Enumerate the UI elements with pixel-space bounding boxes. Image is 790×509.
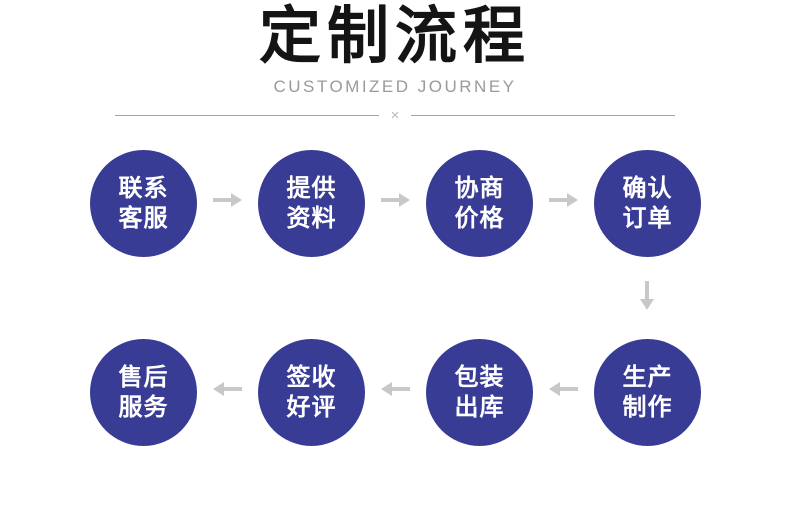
- step-label-line: 好评: [286, 393, 337, 421]
- flow-step-pack-and-ship: 包装 出库: [426, 339, 533, 446]
- step-label-line: 订单: [622, 204, 673, 232]
- page-title: 定制流程: [258, 2, 531, 71]
- divider-line-right: [411, 115, 676, 116]
- flow-step-production: 生产 制作: [594, 339, 701, 446]
- flow-step-after-sales-service: 售后 服务: [90, 339, 197, 446]
- step-label-line: 签收: [286, 363, 337, 391]
- page-subtitle: CUSTOMIZED JOURNEY: [273, 77, 517, 96]
- flow-step-provide-materials: 提供 资料: [258, 150, 365, 257]
- step-label-line: 联系: [118, 174, 169, 202]
- arrow-left-icon: [549, 382, 578, 396]
- arrow-right-icon: [213, 193, 242, 207]
- flow-step-negotiate-price: 协商 价格: [426, 150, 533, 257]
- arrow-left-icon: [213, 382, 242, 396]
- step-label-line: 包装: [454, 363, 505, 391]
- title-divider: ×: [115, 107, 676, 124]
- x-mark-icon: ×: [390, 107, 400, 124]
- step-label-line: 服务: [118, 393, 169, 421]
- step-label-line: 出库: [454, 393, 505, 421]
- step-label-line: 提供: [286, 174, 337, 202]
- step-label-line: 售后: [118, 363, 169, 391]
- arrow-down-icon: [640, 281, 654, 310]
- arrow-left-icon: [381, 382, 410, 396]
- step-label-line: 资料: [286, 204, 337, 232]
- step-label-line: 客服: [118, 204, 169, 232]
- flow-step-contact-customer-service: 联系 客服: [90, 150, 197, 257]
- arrow-right-icon: [381, 193, 410, 207]
- step-label-line: 制作: [622, 393, 673, 421]
- flow-step-sign-and-review: 签收 好评: [258, 339, 365, 446]
- divider-line-left: [115, 115, 379, 116]
- arrow-right-icon: [549, 193, 578, 207]
- flow-step-confirm-order: 确认 订单: [594, 150, 701, 257]
- step-label-line: 协商: [454, 174, 505, 202]
- step-label-line: 价格: [454, 204, 505, 232]
- step-label-line: 确认: [622, 174, 673, 202]
- step-label-line: 生产: [622, 363, 673, 391]
